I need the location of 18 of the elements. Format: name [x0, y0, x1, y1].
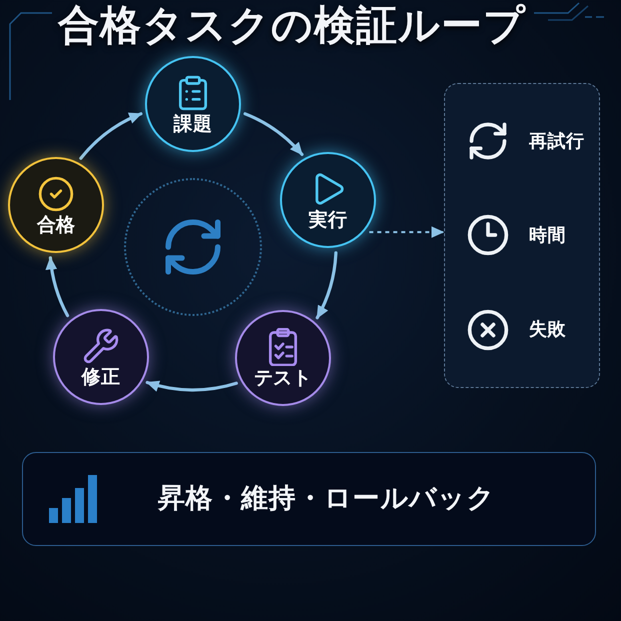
- step-label: 課題: [174, 115, 212, 134]
- banner-text: 昇格・維持・ロールバック: [158, 482, 496, 516]
- title: 合格タスクの検証ループ: [56, 1, 528, 49]
- step-label: 実行: [308, 211, 348, 230]
- step-label: 合格: [36, 216, 76, 236]
- panel-label: 再試行: [529, 130, 584, 154]
- arrow: [146, 380, 238, 392]
- panel-label: 失敗: [529, 318, 566, 342]
- dashed-arrow: [369, 226, 444, 238]
- status-banner: [22, 452, 596, 546]
- step-label: 修正: [82, 368, 121, 387]
- arrow: [46, 256, 70, 318]
- panel-label: 時間: [529, 224, 566, 248]
- arrow: [316, 251, 338, 320]
- step-label: テスト: [254, 369, 312, 388]
- arrow: [243, 112, 304, 156]
- arrow: [79, 112, 143, 160]
- dashed-panel: [444, 83, 600, 388]
